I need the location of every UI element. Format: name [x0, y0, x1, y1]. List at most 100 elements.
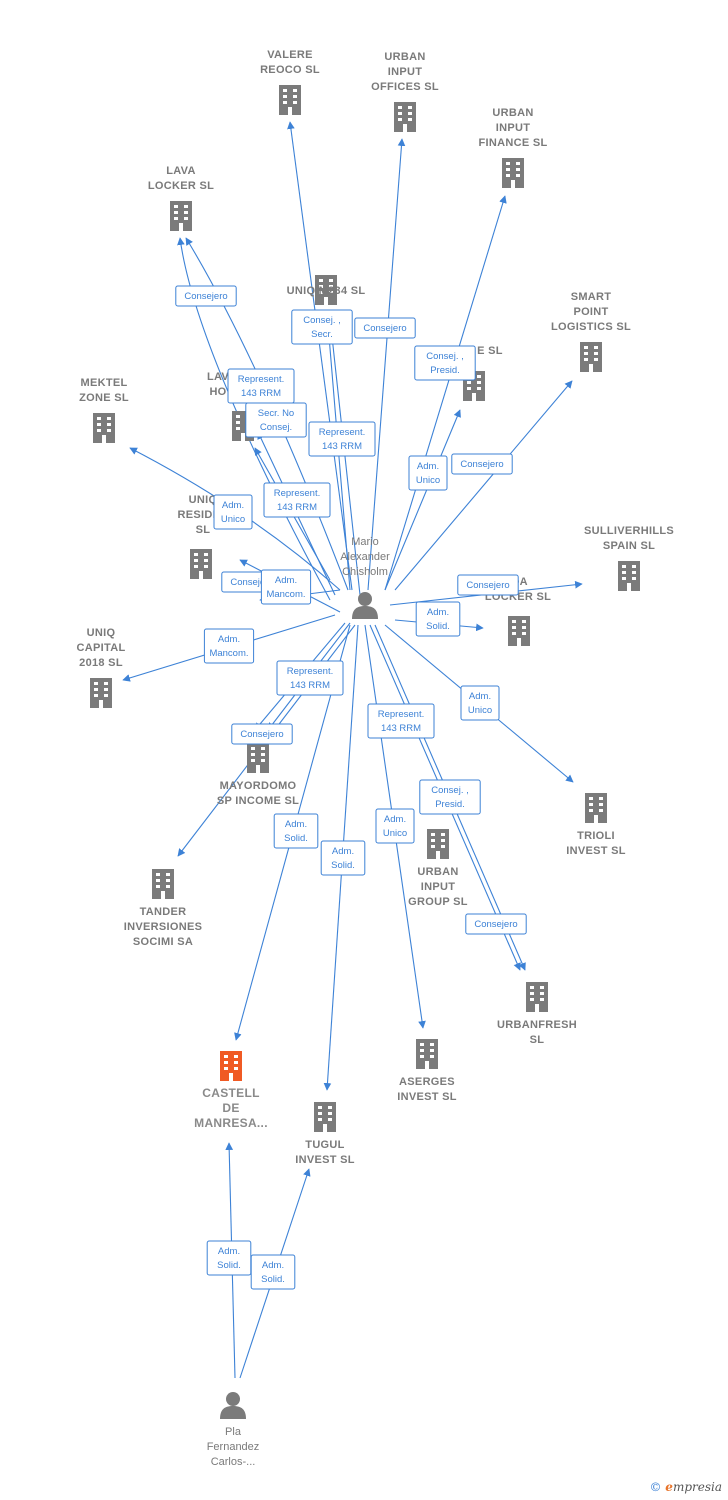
relation-edge	[384, 195, 507, 591]
relation-label-text: Unico	[468, 705, 492, 716]
relation-label-text: Solid.	[217, 1260, 241, 1271]
company-label: INPUT	[388, 66, 423, 78]
person-node-pla[interactable]: PlaFernandezCarlos-...	[207, 1392, 260, 1468]
building-icon	[618, 561, 640, 591]
relation-label-text: 143 RRM	[241, 388, 281, 399]
relation-label-text: Represent.	[274, 488, 320, 499]
relation-label[interactable]: Consejero	[175, 285, 237, 307]
company-label: INVEST SL	[397, 1091, 457, 1103]
relation-label-text: Mancom.	[209, 648, 248, 659]
relation-label[interactable]: Represent. 143 RRM	[263, 482, 331, 518]
relation-label[interactable]: Adm.Unico	[375, 808, 415, 844]
relation-label-text: Represent.	[319, 427, 365, 438]
relation-label[interactable]: Adm.Mancom.	[260, 569, 312, 605]
relation-label[interactable]: Adm.Solid.	[250, 1254, 296, 1290]
company-label: MAYORDOMO	[220, 780, 297, 792]
relation-label-box	[457, 574, 519, 596]
relation-edge	[394, 380, 573, 591]
relation-label-box	[465, 913, 527, 935]
company-node-uniq_m234[interactable]: UNIQ M234 SL	[287, 275, 366, 305]
company-label: URBANFRESH	[497, 1019, 577, 1031]
company-node-aserges[interactable]: ASERGES INVEST SL	[397, 1039, 457, 1103]
person-label: Carlos-...	[211, 1456, 256, 1468]
relation-label-box	[250, 1254, 296, 1290]
relation-label[interactable]: Adm.Mancom.	[203, 628, 255, 664]
relation-label[interactable]: Represent.143 RRM	[227, 368, 295, 404]
person-label: Pla	[225, 1426, 242, 1438]
relation-label-text: 143 RRM	[381, 723, 421, 734]
company-label: CASTELL	[202, 1086, 259, 1100]
company-label: ASERGES	[399, 1076, 455, 1088]
relation-label[interactable]: Adm.Solid.	[273, 813, 319, 849]
relation-label-text: 143 RRM	[277, 502, 317, 513]
relation-label-text: Consejero	[466, 580, 509, 591]
company-label: SOCIMI SA	[133, 936, 193, 948]
company-label: SMART	[571, 291, 612, 303]
relation-label-text: Secr.	[311, 329, 333, 340]
building-icon	[170, 201, 192, 231]
relation-label[interactable]: Adm.Solid.	[206, 1240, 252, 1276]
relation-label[interactable]: Consejero	[451, 453, 513, 475]
relation-label-text: Unico	[221, 514, 245, 525]
company-label: URBAN	[417, 866, 458, 878]
relation-label[interactable]: Adm.Solid.	[415, 601, 461, 637]
company-label: LOGISTICS SL	[551, 321, 631, 333]
relation-label-box	[273, 813, 319, 849]
building-icon	[93, 413, 115, 443]
relation-edge	[287, 121, 353, 591]
relation-label[interactable]: Adm.Solid.	[320, 840, 366, 876]
company-label: LAVA	[166, 165, 196, 177]
company-node-castell[interactable]: CASTELLDEMANRESA...	[194, 1051, 268, 1130]
relation-label[interactable]: Consejero	[457, 574, 519, 596]
relation-label[interactable]: Adm.Unico	[213, 494, 253, 530]
building-icon	[247, 743, 269, 773]
building-icon	[90, 678, 112, 708]
building-icon	[152, 869, 174, 899]
company-label: TANDER	[140, 906, 187, 918]
building-icon	[508, 616, 530, 646]
relation-label-text: Adm.	[384, 814, 406, 825]
relation-label[interactable]: Consejero	[231, 723, 293, 745]
building-icon	[394, 102, 416, 132]
relation-label[interactable]: Represent.143 RRM	[276, 660, 344, 696]
relation-label-text: Consejero	[363, 323, 406, 334]
relation-label[interactable]: Represent.143 RRM	[308, 421, 376, 457]
relation-label-text: 143 RRM	[290, 680, 330, 691]
relation-label[interactable]: Adm.Unico	[408, 455, 448, 491]
company-node-e_sl[interactable]: E SL	[463, 345, 503, 401]
relation-label[interactable]: Consejero	[465, 913, 527, 935]
relation-label[interactable]: Represent.143 RRM	[367, 703, 435, 739]
relation-label[interactable]: Consej. ,Presid.	[414, 345, 476, 381]
relation-label-text: Adm.	[427, 607, 449, 618]
company-label: VALERE	[267, 49, 313, 61]
company-label: MEKTEL	[80, 377, 127, 389]
relation-label-box	[260, 569, 312, 605]
relation-label[interactable]: Consejero	[354, 317, 416, 339]
relation-label[interactable]: Consej. ,Presid.	[419, 779, 481, 815]
relation-label[interactable]: Consej. ,Secr.	[291, 309, 353, 345]
company-label: OFFICES SL	[371, 81, 439, 93]
relation-label-box	[213, 494, 253, 530]
building-icon	[526, 982, 548, 1012]
company-label: SPAIN SL	[603, 540, 655, 552]
relation-label[interactable]: Adm.Unico	[460, 685, 500, 721]
